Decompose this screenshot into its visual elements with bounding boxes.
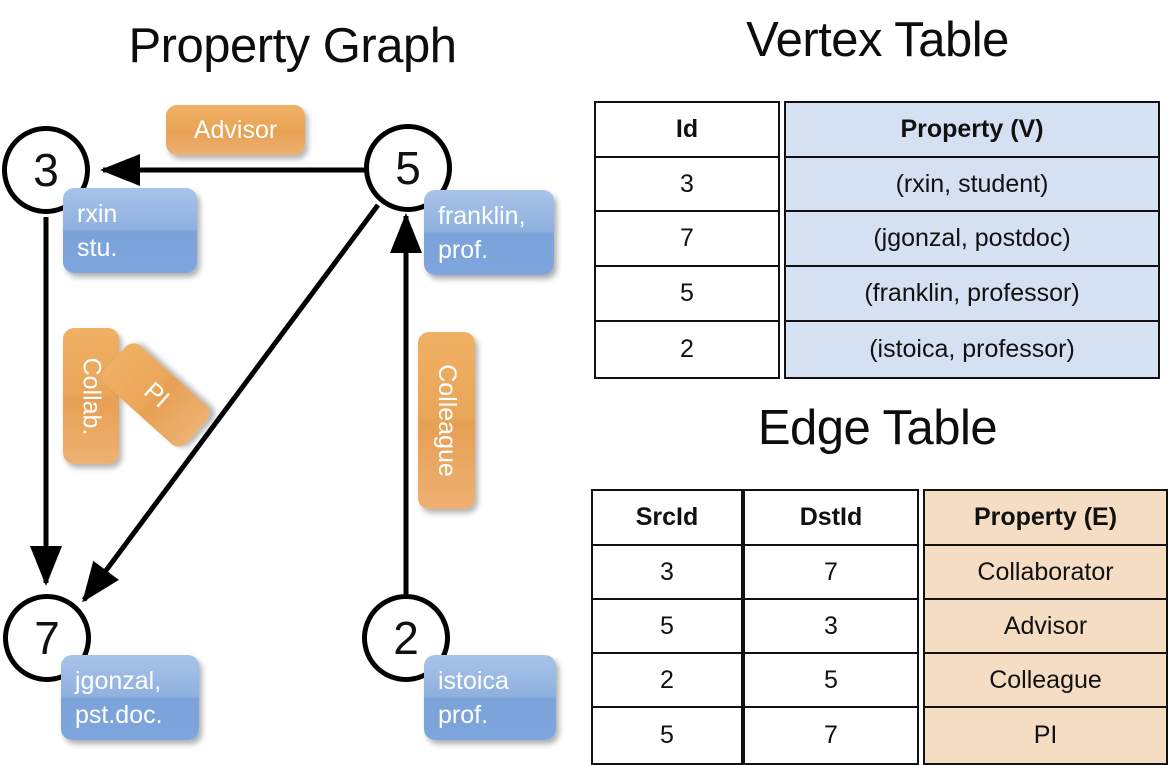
edge-table-col-property: Property (E) Collaborator Advisor Collea… <box>923 489 1168 765</box>
vertex-table-cell-property: (rxin, student) <box>786 158 1158 212</box>
vertex-table-cell-property: (franklin, professor) <box>786 267 1158 322</box>
edge-table-cell-srcid: 3 <box>593 546 741 600</box>
edge-table-cell-srcid: 5 <box>660 721 674 749</box>
edge-label-advisor: Advisor <box>166 105 305 155</box>
edge-table-cell-srcid: 2 <box>593 654 741 708</box>
edge-label-advisor-text: Advisor <box>193 115 278 144</box>
vertex-table-header-id: Id <box>596 103 778 158</box>
vertex-table-header-property: Property (V) <box>786 103 1158 158</box>
vertex-table-cell-id: 3 <box>596 158 778 212</box>
node-property-line-1: jgonzal, <box>75 667 162 695</box>
edge-table-header-property: Property (E) <box>925 491 1166 546</box>
node-property-line-1: rxin <box>77 200 118 228</box>
edge-label-collab-text: Collab. <box>77 357 106 435</box>
edge-table-header-srcid: SrcId <box>593 491 741 546</box>
graph-node-2-label: 2 <box>393 612 419 664</box>
edge-label-pi-text: PI <box>138 376 175 413</box>
graph-node-3-label: 3 <box>33 144 59 196</box>
edge-label-collab: Collab. <box>63 328 119 464</box>
edge-arrow-pi <box>81 203 381 603</box>
edge-table: SrcId 3 5 2 5 DstId 7 3 5 7 Property (E)… <box>591 489 1168 765</box>
graph-node-5[interactable]: 5 <box>364 124 452 212</box>
edge-table-cell-dstid: 7 <box>745 546 917 600</box>
graph-edges-svg <box>30 154 422 603</box>
vertex-table: Id 3 7 5 2 Property (V) (rxin, student) … <box>594 101 1160 379</box>
node-property-box-jgonzal: jgonzal, pst.doc. <box>61 655 199 740</box>
vertex-table-cell-property: (istoica, professor) <box>786 322 1158 377</box>
vertex-table-cell-id: 5 <box>596 267 778 322</box>
node-property-line-2: prof. <box>438 700 489 729</box>
edge-table-cell-property: Colleague <box>925 654 1166 708</box>
node-property-box-rxin: rxin stu. <box>63 188 197 273</box>
edge-table-col-dstid: DstId 7 3 5 7 <box>743 489 919 765</box>
vertex-table-cell-property: (jgonzal, postdoc) <box>786 212 1158 267</box>
edge-table-cell-dstid: 7 <box>824 721 838 749</box>
property-graph-title: Property Graph <box>128 19 458 73</box>
edge-label-colleague-text: Colleague <box>433 364 461 477</box>
edge-table-title: Edge Table <box>757 401 998 455</box>
edge-table-cell-property: Collaborator <box>925 546 1166 600</box>
edge-table-cell-property: Advisor <box>925 600 1166 654</box>
graph-node-7-label: 7 <box>34 612 60 664</box>
node-property-box-istoica: istoica prof. <box>424 655 556 740</box>
vertex-table-col-property: Property (V) (rxin, student) (jgonzal, p… <box>784 101 1160 379</box>
edge-table-cell-property: PI <box>925 708 1166 763</box>
edge-table-cell-dstid: 3 <box>745 600 917 654</box>
edge-table-cell-srcid: 5 <box>593 600 741 654</box>
node-property-line-1: franklin, <box>438 202 526 230</box>
graph-node-2[interactable]: 2 <box>362 594 450 682</box>
vertex-table-cell-id: 7 <box>596 212 778 267</box>
edge-label-colleague: Colleague <box>418 332 475 509</box>
node-property-line-2: prof. <box>438 235 489 264</box>
property-graph-panel: Property Graph 3 5 7 2 <box>0 0 585 760</box>
vertex-table-cell-id: 2 <box>680 335 694 363</box>
edge-table-cell-dstid: 5 <box>745 654 917 708</box>
vertex-table-col-id: Id 3 7 5 2 <box>594 101 780 379</box>
vertex-table-title: Vertex Table <box>746 13 1009 67</box>
node-property-line-1: istoica <box>438 667 509 695</box>
edge-table-header-dstid: DstId <box>745 491 917 546</box>
edge-table-col-srcid: SrcId 3 5 2 5 <box>591 489 743 765</box>
node-property-line-2: stu. <box>77 233 118 262</box>
graph-node-5-label: 5 <box>395 142 421 194</box>
node-property-box-franklin: franklin, prof. <box>424 190 554 275</box>
node-property-line-2: pst.doc. <box>75 700 163 729</box>
